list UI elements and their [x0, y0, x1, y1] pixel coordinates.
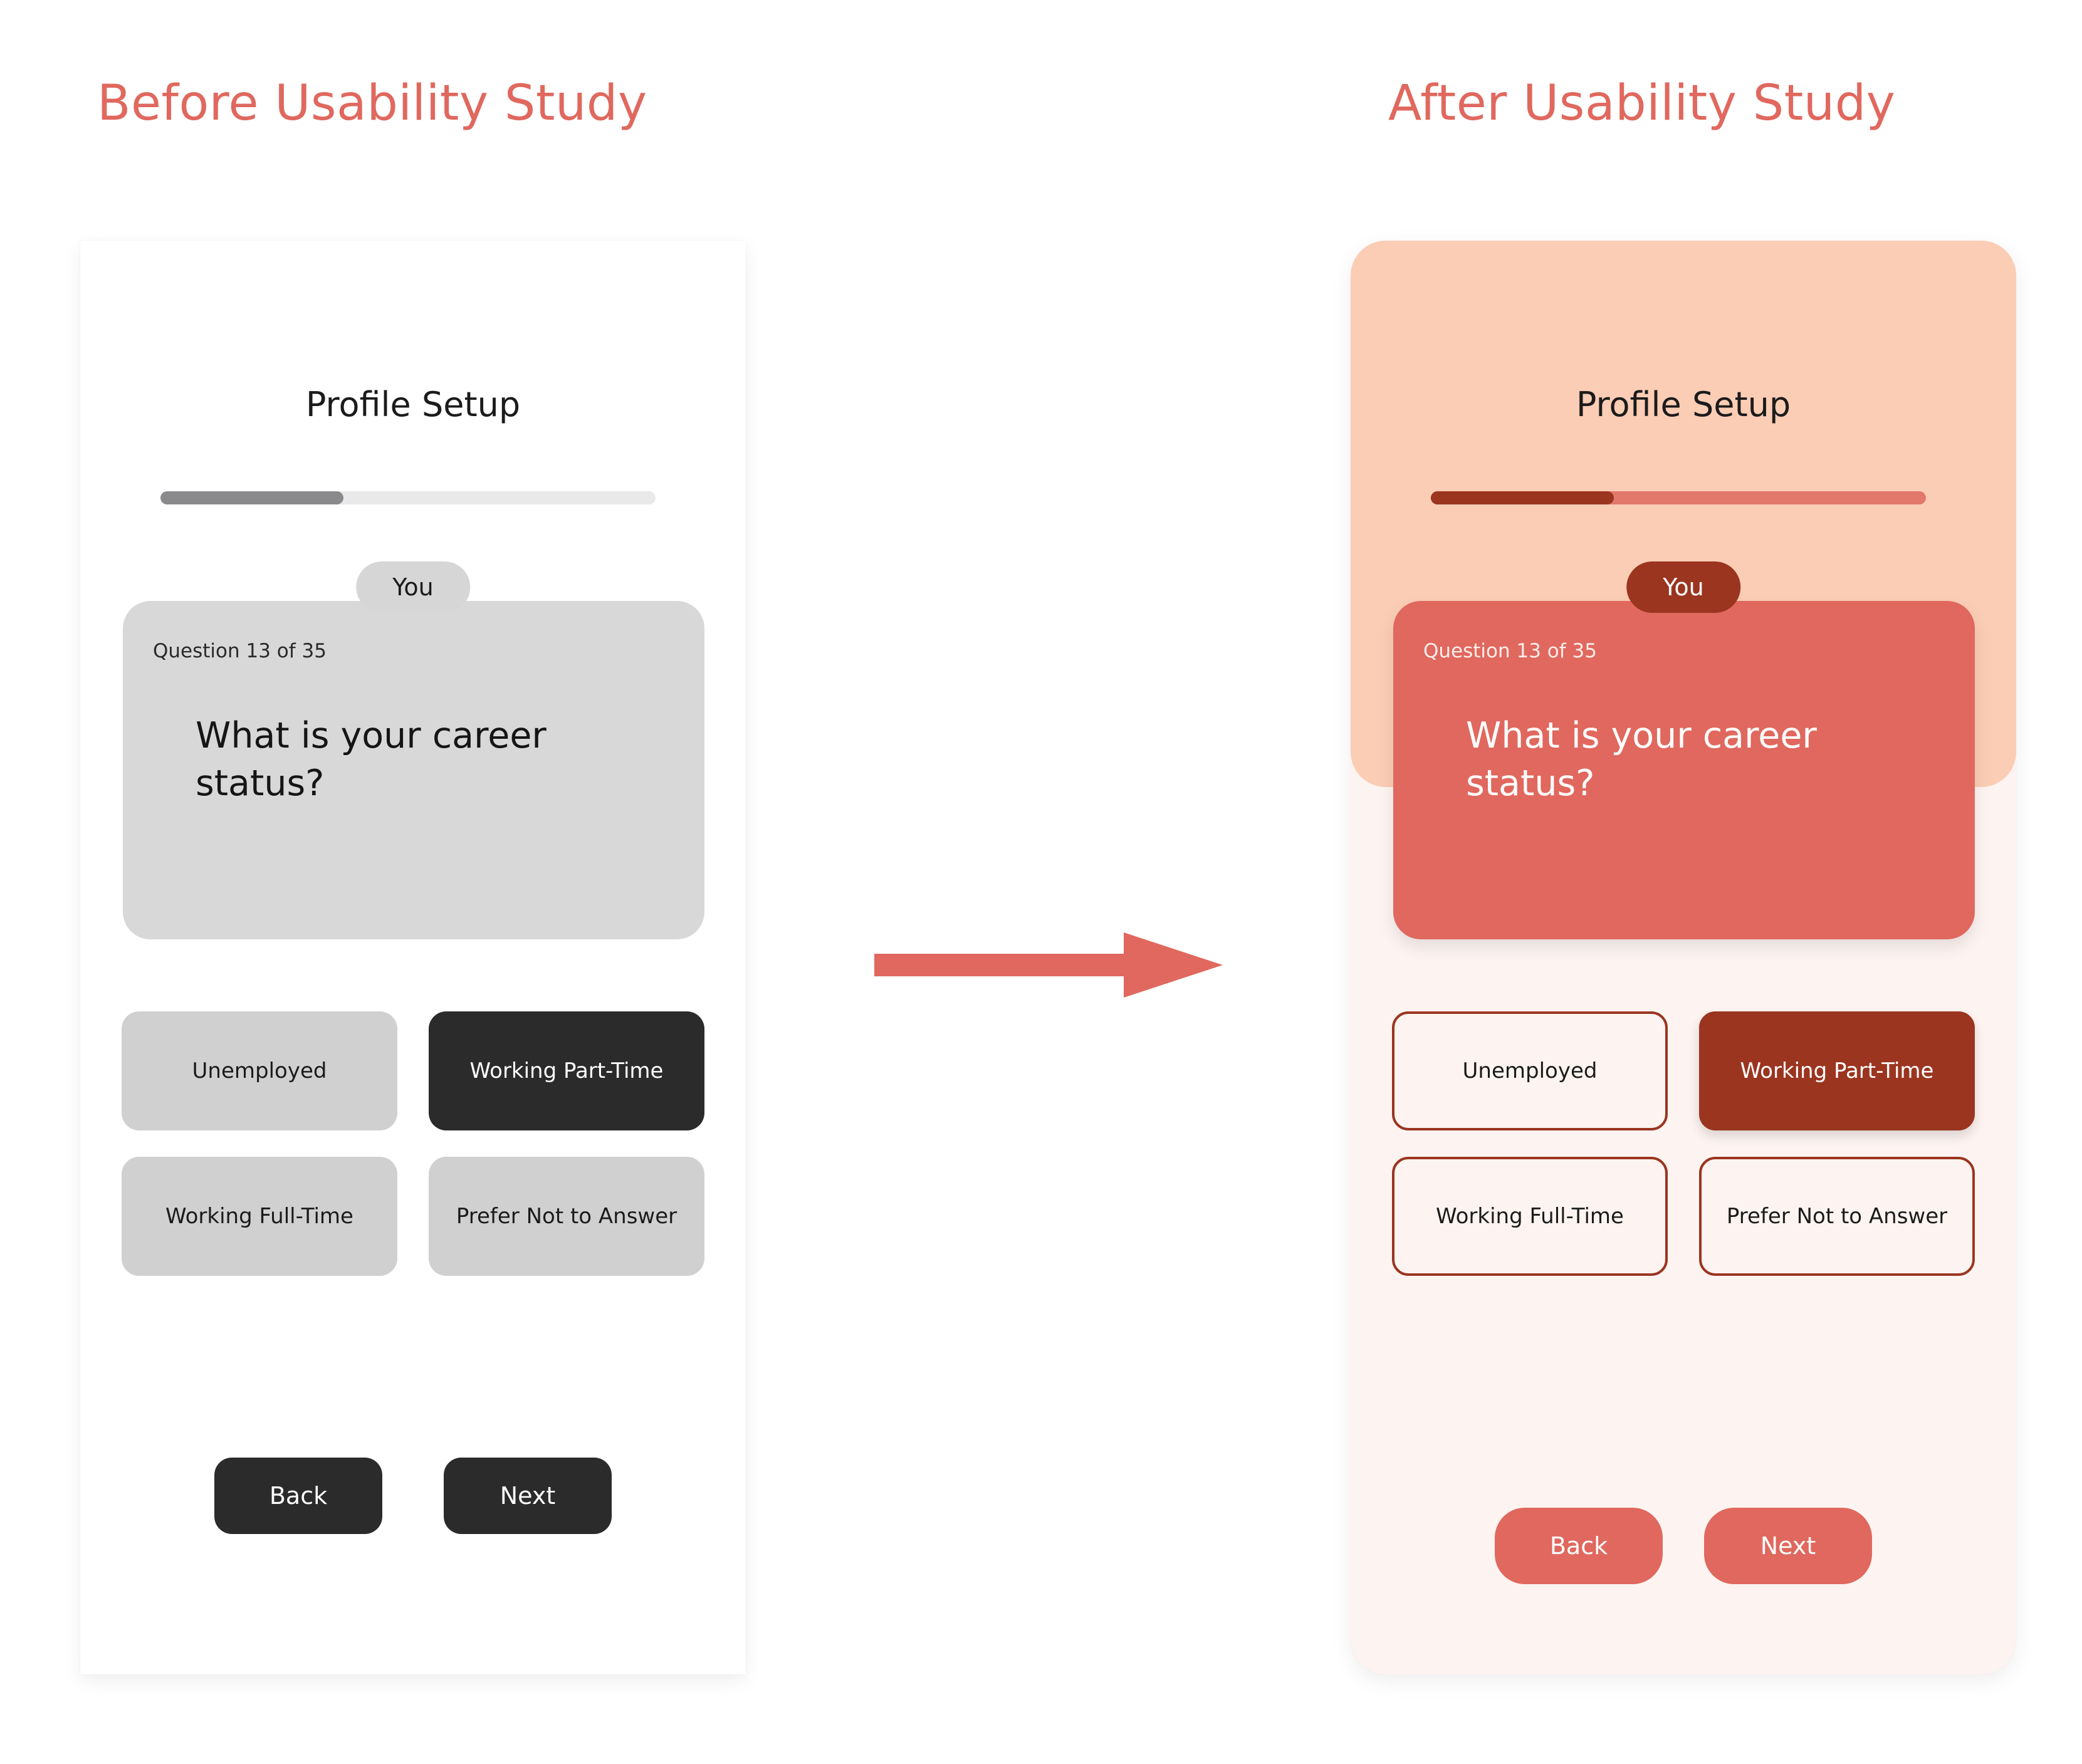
option-prefer-not-to-answer[interactable]: Prefer Not to Answer [1699, 1157, 1975, 1276]
answer-options-grid: Unemployed Working Part-Time Working Ful… [122, 1011, 704, 1276]
progress-bar-track [1431, 491, 1926, 504]
nav-spacer [1663, 1508, 1704, 1584]
next-button[interactable]: Next [444, 1458, 612, 1534]
before-screen: Profile Setup You Question 13 of 35 What… [80, 241, 746, 1674]
transition-arrow [874, 927, 1225, 1003]
page-title: Profile Setup [1576, 385, 1791, 424]
progress-bar-track [160, 491, 656, 504]
navigation-row: Back Next [80, 1458, 746, 1534]
option-prefer-not-to-answer[interactable]: Prefer Not to Answer [429, 1157, 704, 1276]
question-counter: Question 13 of 35 [1423, 640, 1597, 662]
option-working-full-time[interactable]: Working Full-Time [122, 1157, 397, 1276]
speaker-badge: You [356, 561, 470, 613]
question-text: What is your career status? [1466, 715, 1817, 804]
progress-bar-fill [1431, 491, 1614, 504]
after-phone-mockup: Profile Setup You Question 13 of 35 What… [1351, 241, 2016, 1674]
question-card: Question 13 of 35 What is your career st… [123, 601, 704, 939]
question-counter: Question 13 of 35 [153, 640, 327, 662]
navigation-row: Back Next [1351, 1508, 2016, 1584]
before-phone-mockup: Profile Setup You Question 13 of 35 What… [80, 241, 746, 1674]
question-text: What is your career status? [196, 715, 547, 804]
nav-spacer [382, 1458, 444, 1534]
back-button[interactable]: Back [214, 1458, 382, 1534]
progress-bar-fill [160, 491, 344, 504]
page-title: Profile Setup [305, 385, 521, 424]
option-unemployed[interactable]: Unemployed [1392, 1011, 1668, 1130]
after-screen: Profile Setup You Question 13 of 35 What… [1351, 241, 2016, 1674]
option-working-full-time[interactable]: Working Full-Time [1392, 1157, 1668, 1276]
right-arrow-icon [874, 932, 1223, 998]
before-section-title: Before Usability Study [97, 75, 647, 132]
option-working-part-time[interactable]: Working Part-Time [429, 1011, 704, 1130]
next-button[interactable]: Next [1704, 1508, 1872, 1584]
option-unemployed[interactable]: Unemployed [122, 1011, 397, 1130]
question-card: Question 13 of 35 What is your career st… [1393, 601, 1975, 939]
option-working-part-time[interactable]: Working Part-Time [1699, 1011, 1975, 1130]
speaker-badge: You [1626, 561, 1740, 613]
back-button[interactable]: Back [1495, 1508, 1663, 1584]
after-section-title: After Usability Study [1388, 75, 1896, 132]
answer-options-grid: Unemployed Working Part-Time Working Ful… [1392, 1011, 1975, 1276]
